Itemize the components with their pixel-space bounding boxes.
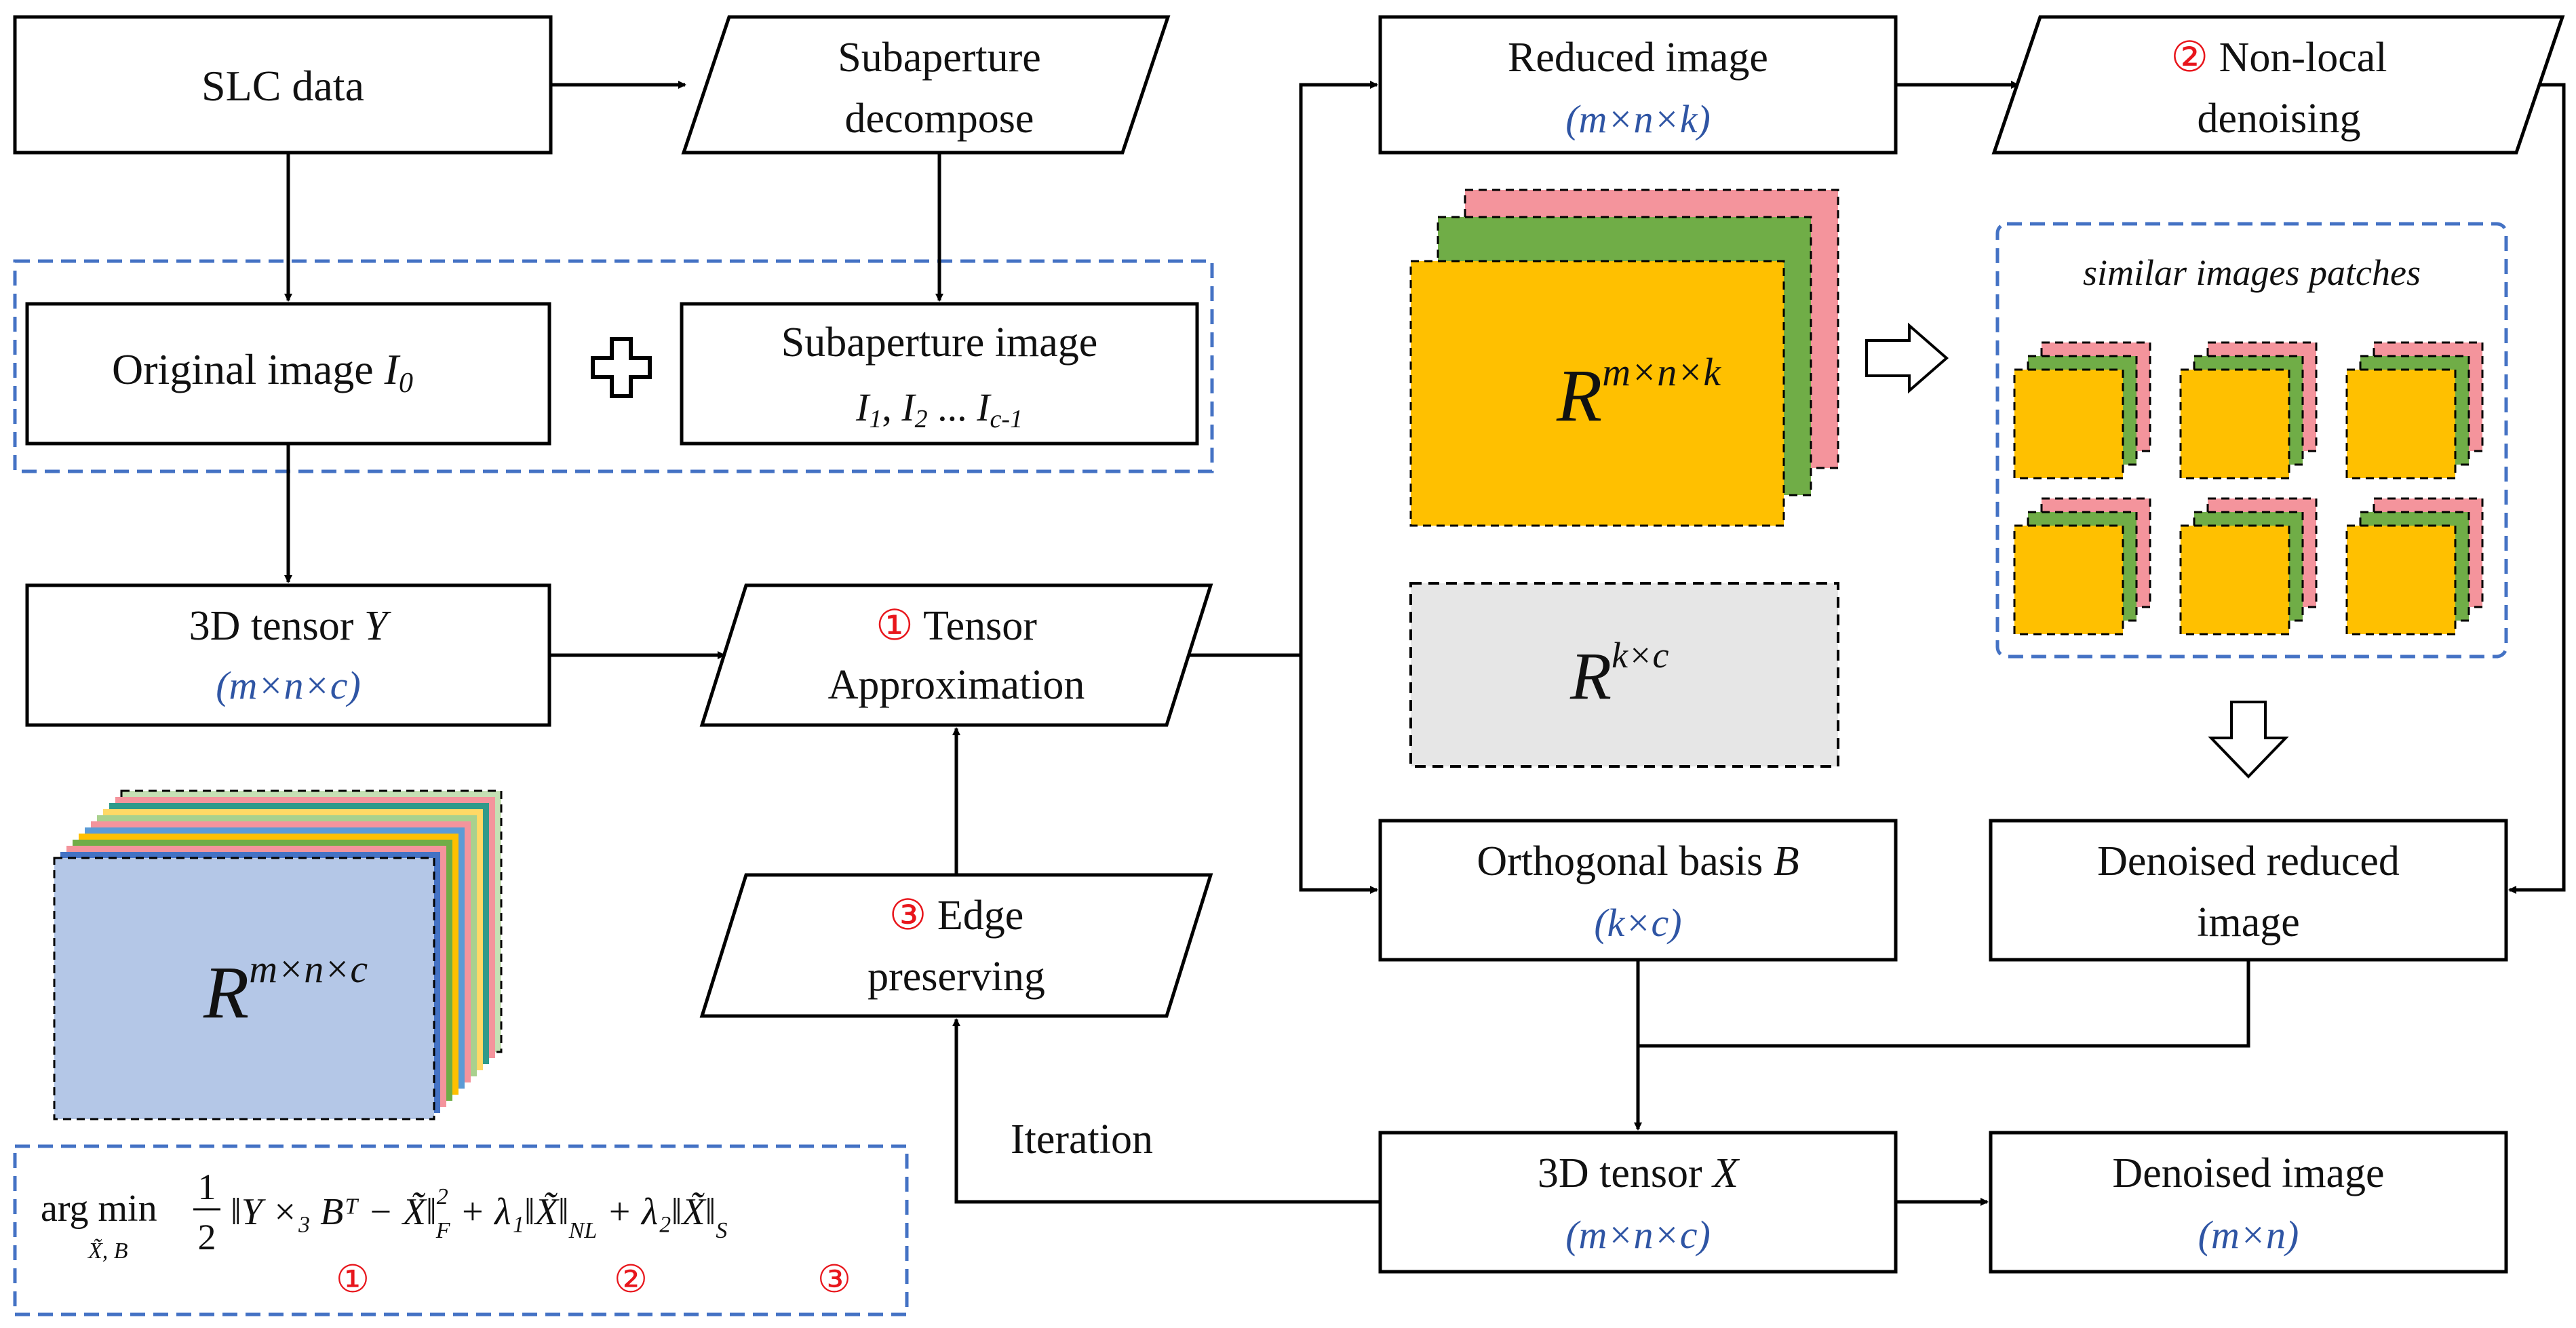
formula-argmin: arg min xyxy=(41,1188,157,1230)
tensor-y-dims: (m×n×c) xyxy=(216,663,361,707)
r-kc-label: Rk×c xyxy=(1569,635,1669,714)
formula-num1: ① xyxy=(336,1259,370,1301)
orthogonal-basis-box: Orthogonal basis B (k×c) xyxy=(1378,819,1898,962)
tensor-approximation-box: ① Tensor Approximation xyxy=(699,583,1213,727)
edge-preserving-box: ③ Edge preserving xyxy=(699,873,1213,1018)
denoised-reduced-box: Denoised reduced image xyxy=(1989,819,2508,962)
original-label: Original image I0 xyxy=(112,345,413,399)
denoised-reduced-line2: image xyxy=(2197,899,2300,945)
formula-argmin-sub: X̃, B xyxy=(87,1238,128,1264)
denoised-reduced-line1: Denoised reduced xyxy=(2097,838,2400,884)
sub-img-line1: Subaperture image xyxy=(781,319,1098,366)
reduced-dims: (m×n×k) xyxy=(1565,97,1711,141)
nonlocal-line1: ② Non-local xyxy=(2170,35,2387,81)
subaperture-image-box: Subaperture image I1, I2 ... Ic-1 xyxy=(680,302,1199,446)
plus-icon xyxy=(591,337,652,398)
patches-container xyxy=(1995,222,2508,659)
slc-data-box: SLC data xyxy=(13,15,553,155)
tensor-stack-mnc-layers xyxy=(53,789,503,1120)
edge-line2: preserving xyxy=(867,954,1045,1000)
arrow-iteration-to-edge xyxy=(952,1018,1380,1204)
tensor-y-label: 3D tensor Y xyxy=(189,603,391,649)
sub-img-line2: I1, I2 ... Ic-1 xyxy=(855,385,1023,433)
tensor-x-label: 3D tensor X xyxy=(1538,1150,1740,1196)
hollow-arrow-right-icon xyxy=(1865,322,1949,394)
arrow-nonlocal-to-denoised-reduced xyxy=(2508,83,2566,894)
similar-patches-label: similar images patches xyxy=(2083,252,2421,293)
original-image-box: Original image I0 xyxy=(25,302,551,446)
arrow-approx-to-reduced xyxy=(1299,81,1378,655)
denoised-label: Denoised image xyxy=(2112,1150,2384,1196)
arrow-approx-to-ortho xyxy=(1299,655,1378,894)
tensor-stack-mnk-layers xyxy=(1409,189,1839,527)
formula-frac-num: 1 xyxy=(198,1167,216,1207)
patch-front xyxy=(2013,368,2124,480)
edge-line1: ③ Edge xyxy=(889,893,1023,939)
formula-num3: ③ xyxy=(817,1259,851,1301)
subaperture-decompose-box: Subaperture decompose xyxy=(681,15,1171,155)
tensor-y-box: 3D tensor Y (m×n×c) xyxy=(25,583,551,727)
matrix-kc: Rk×c xyxy=(1409,582,1839,768)
denoised-image-box: Denoised image (m×n) xyxy=(1989,1131,2508,1274)
tensor-approx-line2: Approximation xyxy=(828,662,1085,708)
sub-decomp-line1: Subaperture xyxy=(838,35,1041,81)
formula-frac-den: 2 xyxy=(198,1217,216,1257)
hollow-arrow-down-icon xyxy=(2208,701,2289,779)
slc-label: SLC data xyxy=(201,62,364,110)
reduced-image-box: Reduced image (m×n×k) xyxy=(1378,15,1898,155)
r-mnc-label: Rm×n×c xyxy=(203,947,368,1034)
tensor-x-box: 3D tensor X (m×n×c) xyxy=(1378,1131,1898,1274)
tensor-stack-mnk: Rm×n×k xyxy=(1409,189,1839,527)
patch-front xyxy=(2345,368,2457,480)
connectors xyxy=(284,81,2566,1206)
tensor-front-layer xyxy=(1409,260,1785,527)
tensor-approx-line1: ① Tensor xyxy=(876,603,1037,649)
sub-decomp-line2: decompose xyxy=(845,96,1034,142)
denoised-dims: (m×n) xyxy=(2198,1213,2299,1257)
formula-num2: ② xyxy=(614,1259,648,1301)
patch-front xyxy=(2345,524,2457,636)
patch-front xyxy=(2179,524,2290,636)
ortho-label: Orthogonal basis B xyxy=(1477,838,1799,884)
non-local-denoising-box: ② Non-local denoising xyxy=(1991,15,2565,155)
line-denoised-reduced-join xyxy=(1638,960,2250,1048)
tensor-stack-mnc: Rm×n×c xyxy=(53,789,503,1120)
ortho-dims: (k×c) xyxy=(1594,901,1681,945)
patch-front xyxy=(2179,368,2290,480)
tensor-front-layer xyxy=(53,857,435,1120)
patch-front xyxy=(2013,524,2124,636)
nonlocal-line2: denoising xyxy=(2197,96,2360,142)
iteration-label: Iteration xyxy=(1011,1116,1153,1163)
r-mnk-label: Rm×n×k xyxy=(1556,350,1721,437)
reduced-label: Reduced image xyxy=(1508,35,1768,81)
similar-patches-grid xyxy=(2013,341,2484,636)
input-group-container xyxy=(13,259,1214,473)
objective-container xyxy=(13,1144,909,1316)
tensor-x-dims: (m×n×c) xyxy=(1565,1213,1711,1257)
